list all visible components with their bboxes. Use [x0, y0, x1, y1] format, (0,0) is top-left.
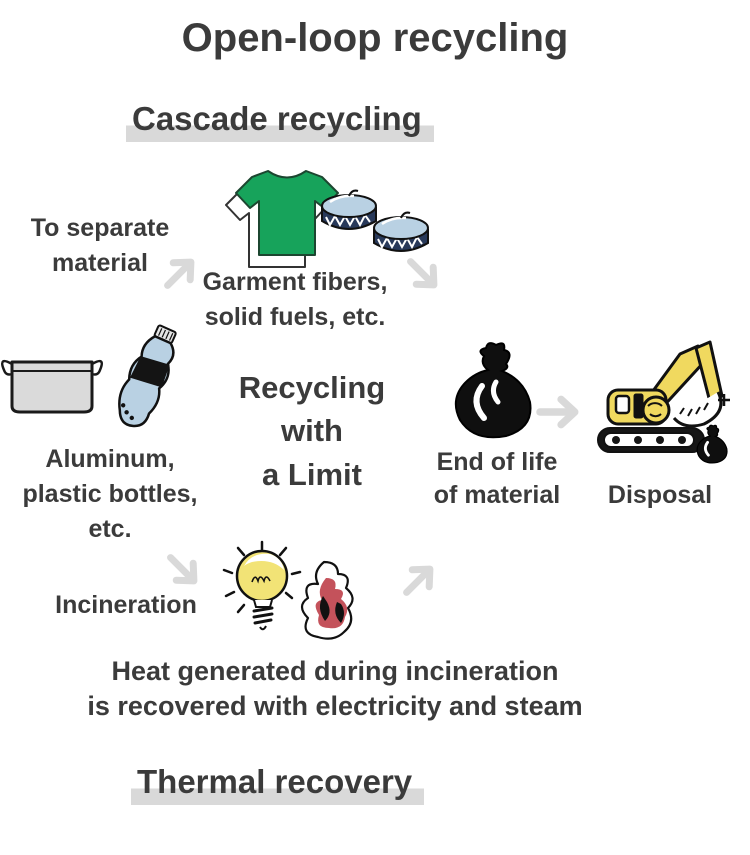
disposal-label: Disposal — [607, 481, 713, 509]
arrow-right-icon — [532, 393, 588, 431]
green-tshirt-icon — [235, 170, 339, 256]
arrow-down-right-icon — [394, 245, 453, 304]
aluminum-plastic-label: Aluminum, plastic bottles, etc. — [22, 445, 198, 543]
trash-bag-icon — [454, 342, 532, 439]
energy-icons — [222, 540, 354, 640]
arrow-up-right-icon — [390, 549, 449, 608]
arrow-down-right-icon — [154, 541, 213, 600]
garment-fibers-label: Garment fibers, solid fuels, etc. — [202, 268, 388, 331]
cascade-recycling-heading: Cascade recycling — [126, 99, 434, 142]
source-material-icons — [1, 324, 177, 428]
plastic-bottle-icon — [118, 324, 177, 428]
incineration-label: Incineration — [55, 591, 197, 619]
end-of-life-label: End of life of material — [433, 448, 561, 509]
solid-fuel-cans-icon — [321, 189, 429, 252]
fire-icon — [300, 560, 354, 640]
small-trash-bag-icon — [696, 424, 728, 464]
thermal-recovery-heading: Thermal recovery — [131, 762, 425, 805]
heat-recovery-note: Heat generated during incineration is re… — [87, 656, 583, 722]
garment-fuel-icons — [225, 170, 429, 268]
excavator-icon — [597, 340, 730, 464]
page-title: Open-loop recycling — [181, 16, 569, 60]
to-separate-material-label: To separate material — [30, 214, 170, 277]
aluminum-pot-icon — [1, 359, 103, 414]
recycling-with-limit-label: Recycling with a Limit — [238, 370, 386, 492]
lightbulb-icon — [222, 540, 302, 631]
arrow-up-right-icon — [151, 242, 210, 301]
